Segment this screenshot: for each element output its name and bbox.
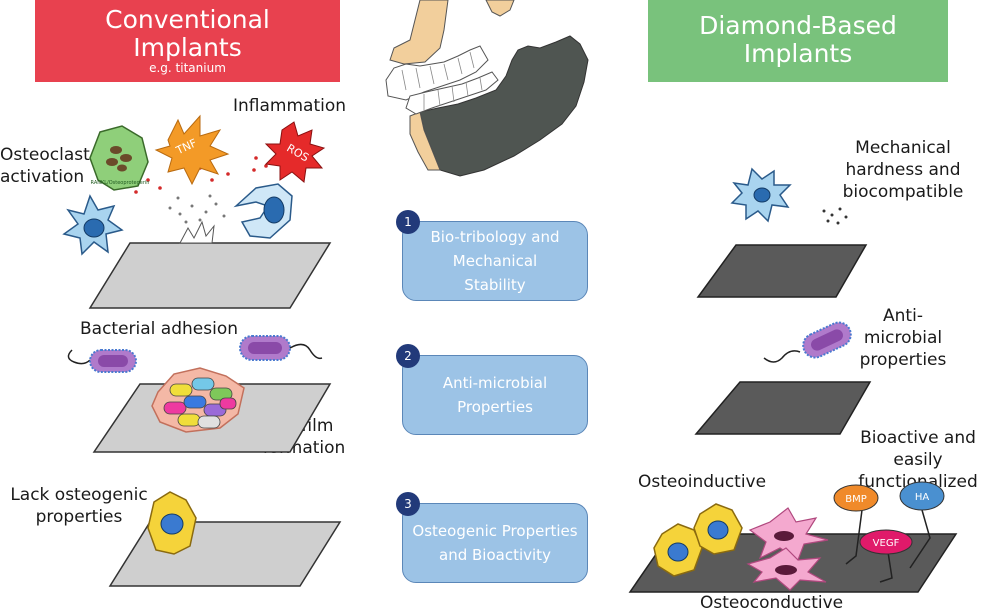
diamond-plate-2 [694,381,872,435]
osteoinductive-label: Osteoinductive [638,472,767,492]
bmp-tag: BMP [845,494,867,505]
osteoclast-cell-icon [89,125,149,191]
conventional-implants-banner: Conventional Implants e.g. titanium [35,0,340,82]
osteoclast-activation-label: Osteoclast activation [0,145,90,187]
antimicrobial-properties-label: Anti-microbial properties [859,306,947,370]
conventional-implants-title: Conventional Implants [105,5,270,62]
property-box-1: Bio-tribology and Mechanical Stability [402,221,588,301]
diamond-plate-1 [696,244,868,298]
property-label-3: Osteogenic Properties and Bioactivity [412,522,578,564]
biofilm-scene [67,335,332,453]
property-badge-1: 1 [396,210,420,234]
titanium-plate-1 [88,242,332,309]
mechanical-hardness-label: Mechanical hardness and biocompatible [842,138,964,202]
property-box-2: Anti-microbial Properties [402,355,588,435]
ros-burst-icon [264,121,326,183]
diamond-implants-title: Diamond-Based Implants [699,11,897,68]
rankl-tag: RANKL/Osteoprotegerin [91,180,150,186]
property-label-1: Bio-tribology and Mechanical Stability [430,228,560,294]
vegf-molecule [859,529,913,555]
bmp-molecule [833,484,879,512]
ha-molecule [899,481,945,511]
tnf-burst-icon [154,114,230,186]
titanium-plate-3 [108,521,342,587]
bacterium-icon [67,349,137,373]
property-badge-3: 3 [396,492,420,516]
property-label-2: Anti-microbial Properties [442,374,548,416]
mechanical-scene [696,167,868,298]
lack-osteogenic-label: Lack osteogenic properties [10,485,148,527]
jaw-bone-icon [385,0,589,177]
property-badge-2: 2 [396,344,420,368]
vegf-tag: VEGF [873,538,900,549]
inflammation-label: Inflammation [233,96,347,116]
osteoclast-scene: TNF ROS RANKL/Osteoprotegerin [62,114,332,309]
osteoconductive-label: Osteoconductive [700,593,844,613]
osteogenic-scene-left [108,491,342,587]
property-box-3: Osteogenic Properties and Bioactivity [402,503,588,583]
osteogenic-scene-right: BMP HA VEGF [628,481,958,593]
conventional-implants-subtitle: e.g. titanium [149,61,226,75]
antimicrobial-scene [694,321,872,435]
diamond-implants-banner: Diamond-Based Implants [648,0,948,82]
ha-tag: HA [915,492,930,503]
bacterial-adhesion-label: Bacterial adhesion [80,319,239,339]
